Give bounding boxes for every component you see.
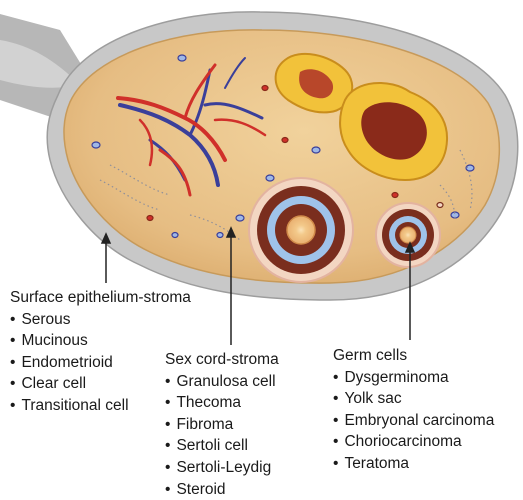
sex-cord-stroma-group: Sex cord-stroma Granulosa cell Thecoma F… — [165, 349, 279, 500]
list-item: Endometrioid — [10, 352, 191, 374]
follicle-large — [249, 178, 353, 282]
group-heading: Sex cord-stroma — [165, 349, 279, 371]
list-item: Teratoma — [333, 453, 494, 475]
list-item: Steroid — [165, 479, 279, 500]
group-heading: Surface epithelium-stroma — [10, 287, 191, 309]
group-heading: Germ cells — [333, 345, 494, 367]
list-item: Choriocarcinoma — [333, 431, 494, 453]
list-item: Sertoli cell — [165, 435, 279, 457]
list-item: Granulosa cell — [165, 371, 279, 393]
tumor-list: Serous Mucinous Endometrioid Clear cell … — [10, 309, 191, 417]
surface-epithelium-stroma-group: Surface epithelium-stroma Serous Mucinou… — [10, 287, 191, 417]
list-item: Thecoma — [165, 392, 279, 414]
list-item: Serous — [10, 309, 191, 331]
list-item: Sertoli-Leydig — [165, 457, 279, 479]
list-item: Dysgerminoma — [333, 367, 494, 389]
tumor-list: Dysgerminoma Yolk sac Embryonal carcinom… — [333, 367, 494, 475]
list-item: Transitional cell — [10, 395, 191, 417]
list-item: Clear cell — [10, 373, 191, 395]
list-item: Yolk sac — [333, 388, 494, 410]
list-item: Fibroma — [165, 414, 279, 436]
follicle-small — [376, 203, 440, 267]
list-item: Embryonal carcinoma — [333, 410, 494, 432]
list-item: Mucinous — [10, 330, 191, 352]
tumor-list: Granulosa cell Thecoma Fibroma Sertoli c… — [165, 371, 279, 500]
germ-cells-group: Germ cells Dysgerminoma Yolk sac Embryon… — [333, 345, 494, 475]
